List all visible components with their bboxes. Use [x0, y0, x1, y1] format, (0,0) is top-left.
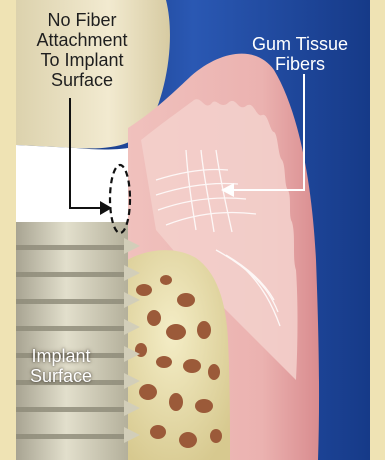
implant-label-line1: Implant	[20, 346, 102, 366]
no-fiber-label: No Fiber Attachment To Implant Surface	[22, 10, 142, 90]
gum-label-line2: Fibers	[244, 54, 356, 74]
gum-label-line1: Gum Tissue	[244, 34, 356, 54]
no-fiber-label-line1: No Fiber	[22, 10, 142, 30]
no-fiber-label-line3: To Implant	[22, 50, 142, 70]
no-fiber-label-line2: Attachment	[22, 30, 142, 50]
no-fiber-label-line4: Surface	[22, 70, 142, 90]
implant-surface-label: Implant Surface	[20, 346, 102, 386]
implant-label-line2: Surface	[20, 366, 102, 386]
implant-body	[16, 222, 128, 460]
gum-tissue-fibers-label: Gum Tissue Fibers	[244, 34, 356, 74]
